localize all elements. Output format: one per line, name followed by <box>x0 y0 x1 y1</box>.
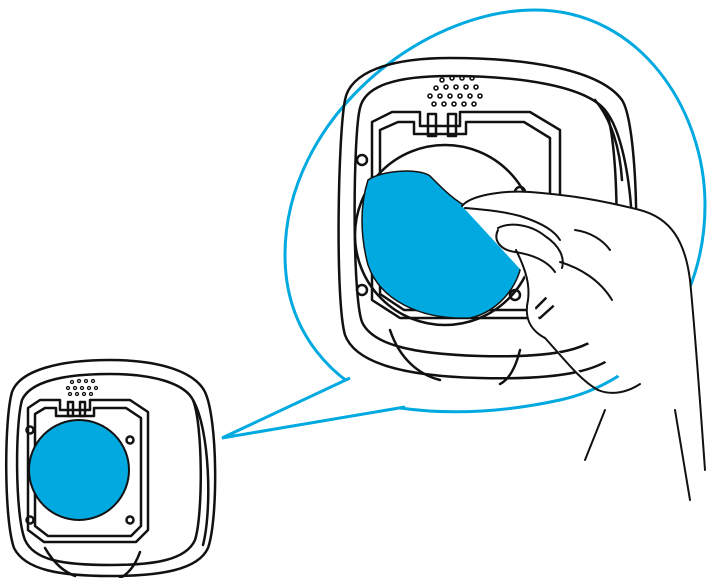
speaker-grille-small <box>67 380 98 396</box>
adhesive-pad-small <box>29 420 129 520</box>
